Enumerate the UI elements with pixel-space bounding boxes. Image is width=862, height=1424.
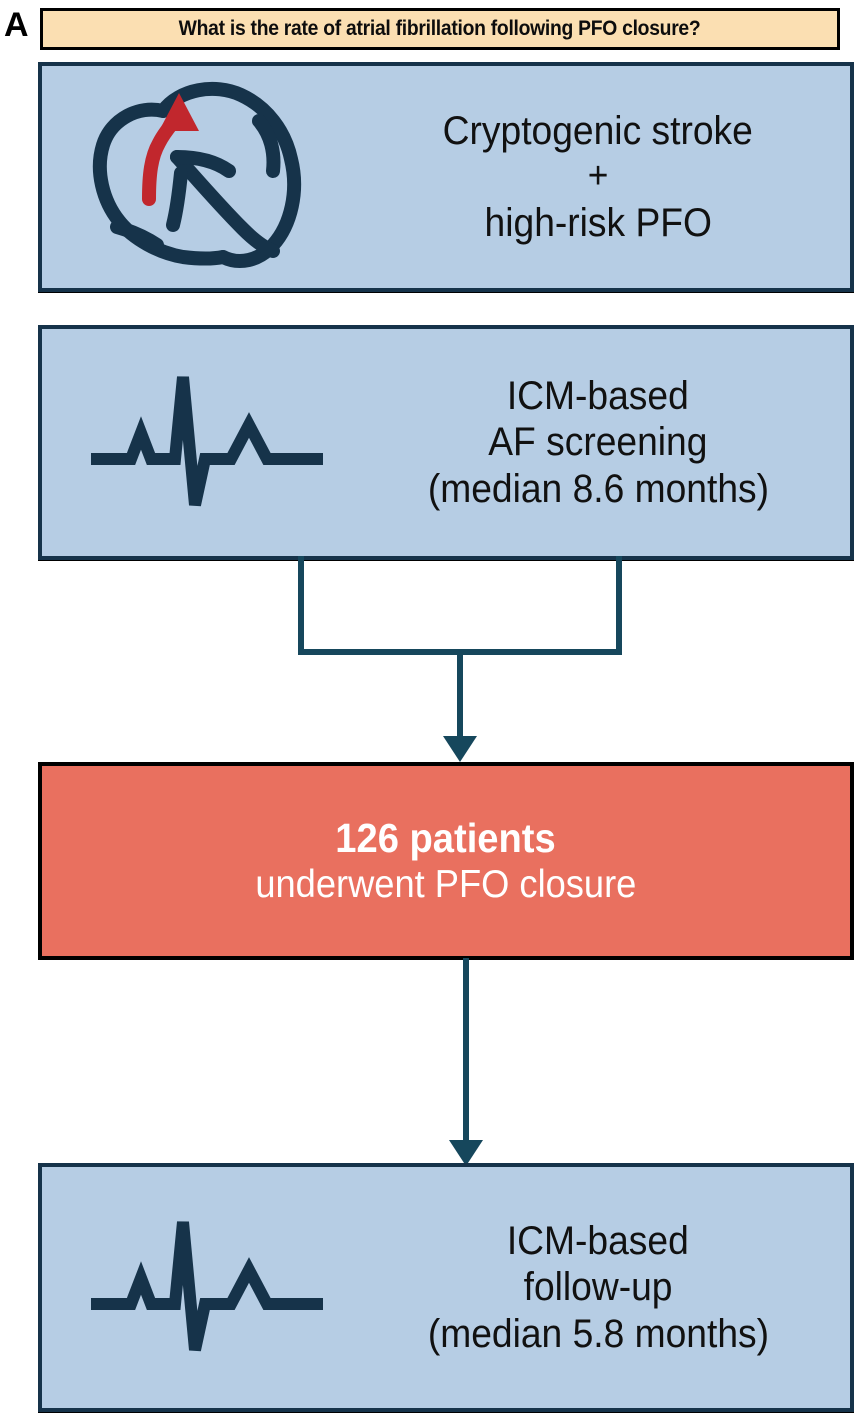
ecg-waveform-icon [89, 365, 325, 520]
step-box-cryptogenic-stroke: Cryptogenic stroke + high-risk PFO [38, 62, 854, 292]
step-line: + [587, 155, 609, 198]
step-line-emphasis: 126 patients [335, 814, 557, 861]
heart-with-shunt-arrow-icon [83, 77, 331, 278]
icon-cell [42, 365, 372, 520]
connector-screening-to-closure [280, 556, 640, 768]
question-banner-text: What is the rate of atrial fibrillation … [179, 17, 701, 40]
panel-label: A [4, 6, 29, 44]
step-line: follow-up [523, 1265, 673, 1310]
connector-closure-to-followup [430, 958, 502, 1168]
step-line: high-risk PFO [484, 200, 712, 245]
step-line: (median 5.8 months) [427, 1311, 769, 1356]
step-box-pfo-closure: 126 patients underwent PFO closure [38, 762, 854, 960]
step-line: (median 8.6 months) [427, 466, 769, 511]
arrowhead-icon [443, 736, 477, 762]
text-cell: Cryptogenic stroke + high-risk PFO [372, 108, 850, 246]
step-box-af-screening: ICM-based AF screening (median 8.6 month… [38, 325, 854, 560]
text-cell: ICM-based AF screening (median 8.6 month… [372, 373, 850, 512]
step-line: underwent PFO closure [255, 863, 637, 907]
question-banner: What is the rate of atrial fibrillation … [40, 8, 840, 50]
ecg-waveform-icon [89, 1210, 325, 1365]
step-line: Cryptogenic stroke [442, 108, 754, 153]
step-line: ICM-based [507, 1218, 689, 1263]
step-line: ICM-based [507, 373, 689, 418]
icon-cell [42, 1210, 372, 1365]
step-line: AF screening [488, 420, 708, 465]
text-cell: ICM-based follow-up (median 5.8 months) [372, 1218, 850, 1357]
icon-cell [42, 77, 372, 278]
step-box-icm-followup: ICM-based follow-up (median 5.8 months) [38, 1163, 854, 1412]
